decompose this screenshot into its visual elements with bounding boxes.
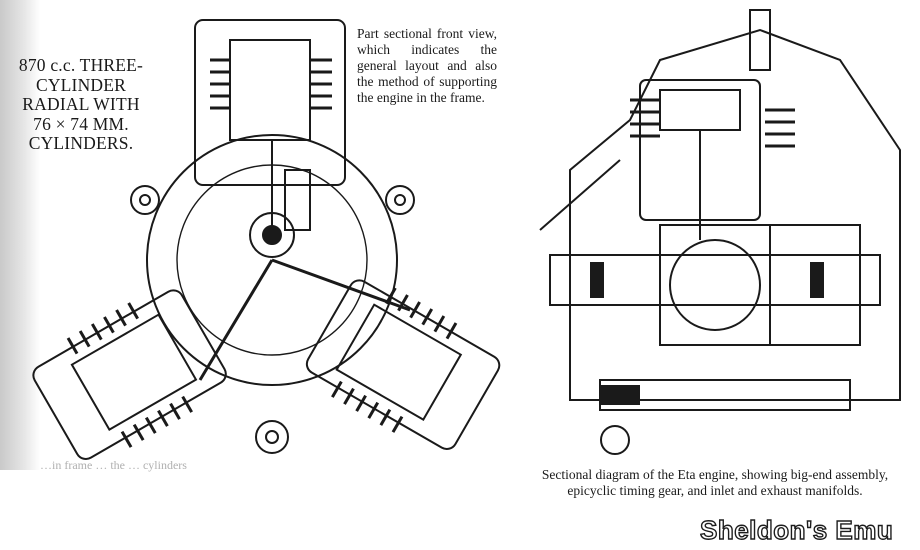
- front-view-caption: Part sectional front view, which indicat…: [357, 26, 497, 105]
- faded-bleed-through-text: …in frame … the … cylinders: [40, 458, 187, 472]
- sectional-diagram-caption: Sectional diagram of the Eta engine, sho…: [541, 467, 889, 499]
- engine-sectional-diagram: [539, 9, 901, 455]
- scan-edge-shading: [0, 0, 40, 470]
- radial-engine-front-view: [32, 19, 501, 460]
- engine-spec-caption: 870 c.c. THREE- CYLINDER RADIAL WITH 76 …: [18, 55, 144, 154]
- watermark: Sheldon's Emu: [699, 514, 894, 545]
